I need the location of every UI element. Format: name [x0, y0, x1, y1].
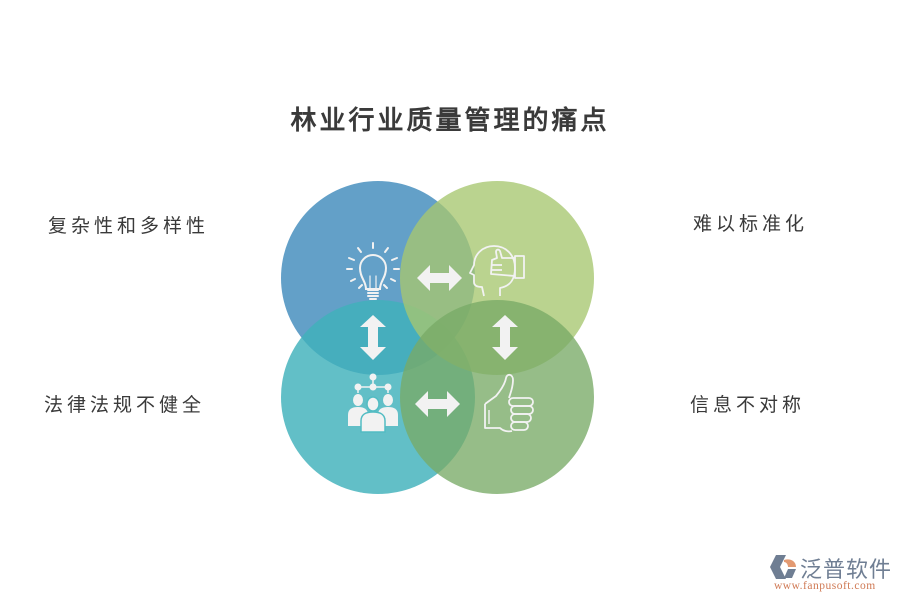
team-network-icon [348, 373, 398, 433]
label-hard-to-standardize: 难以标准化 [693, 213, 809, 235]
label-incomplete-laws: 法律法规不健全 [44, 394, 206, 416]
label-complexity-diversity: 复杂性和多样性 [48, 215, 210, 237]
brand-logo: 泛普软件 www.fanpusoft.com [768, 552, 898, 596]
logo-brand-name: 泛普软件 [800, 558, 893, 583]
head-thumbs-up-icon [469, 245, 525, 297]
circle-bottom-right [400, 300, 594, 494]
lightbulb-icon [346, 242, 400, 300]
double-arrow-vertical-right [492, 315, 518, 360]
double-arrow-vertical-left [360, 315, 386, 360]
fanpu-logo-icon [770, 555, 796, 579]
thumbs-up-icon [484, 373, 534, 433]
double-arrow-horizontal-bottom [415, 391, 460, 417]
arrows [360, 265, 518, 417]
circles [281, 181, 594, 494]
logo-website-url: www.fanpusoft.com [774, 580, 876, 592]
page-title: 林业行业质量管理的痛点 [290, 106, 610, 136]
double-arrow-horizontal-top [417, 265, 462, 291]
label-information-asymmetry: 信息不对称 [690, 394, 806, 416]
